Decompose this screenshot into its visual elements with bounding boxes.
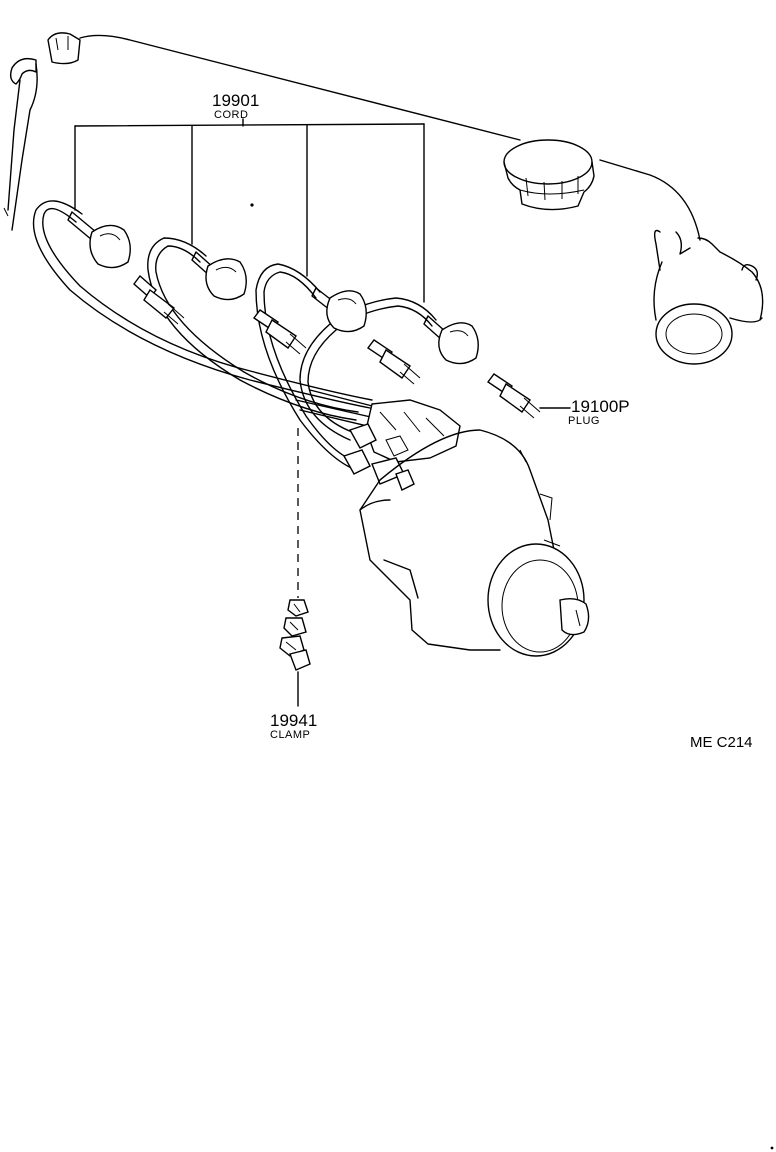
cord-callout: 19901 CORD <box>212 91 259 121</box>
cord-part-number: 19901 <box>212 91 259 110</box>
clamp-group <box>279 428 311 707</box>
figure-code: ME C214 <box>690 734 753 751</box>
cord-callout-bracket <box>74 118 425 303</box>
oil-filler-cap <box>503 139 595 211</box>
spark-plugs <box>133 274 541 419</box>
stray-dot <box>250 203 254 207</box>
distributor <box>342 399 590 657</box>
clamp-part-number: 19941 <box>270 711 317 730</box>
stray-dot <box>770 1146 774 1150</box>
spark-plug-3 <box>366 339 421 385</box>
plug-part-number: 19100P <box>571 397 630 416</box>
plug-callout: 19100P PLUG <box>568 397 630 427</box>
plug-label: PLUG <box>568 415 600 427</box>
spark-plug-1 <box>133 274 185 325</box>
clamp-label: CLAMP <box>270 729 310 741</box>
spark-plug-2 <box>252 309 307 355</box>
water-outlet-housing <box>653 229 764 365</box>
plug-boots <box>67 211 479 365</box>
spark-plug-4 <box>486 373 541 419</box>
engine-head-outline <box>3 32 701 241</box>
clamp-callout: 19941 CLAMP <box>270 711 317 741</box>
cord-label: CORD <box>214 109 248 121</box>
clamp-part <box>279 599 311 671</box>
